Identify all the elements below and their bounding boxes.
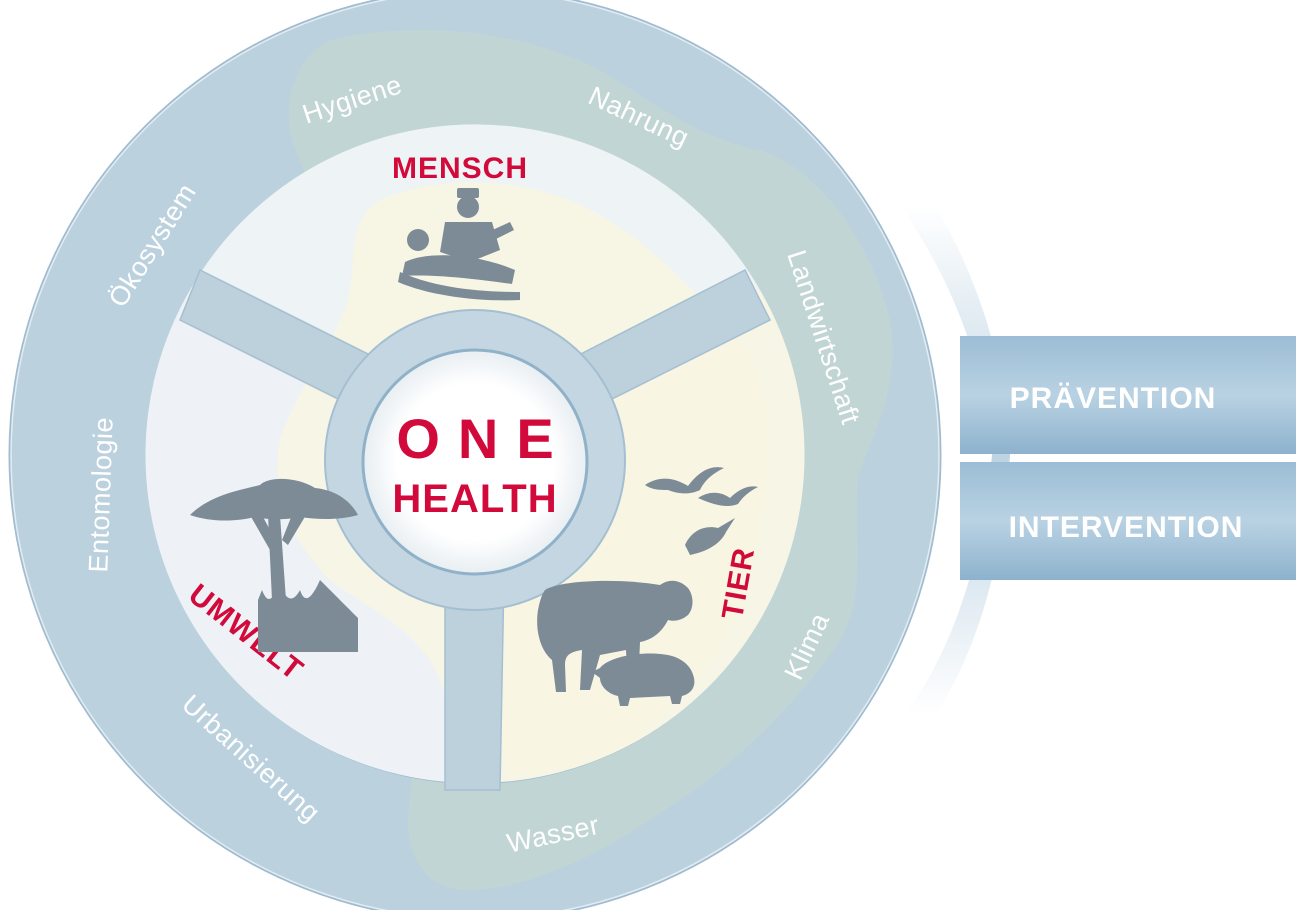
acacia-tree-icon	[190, 478, 358, 652]
center-hub-disc	[361, 348, 589, 576]
cow-icon	[537, 580, 693, 692]
ring-label-entomologie: Entomologie	[83, 416, 118, 573]
sector-title-mensch: MENSCH	[392, 152, 528, 185]
doctor-patient-icon	[398, 188, 520, 301]
center-title-health: HEALTH	[392, 477, 557, 521]
intervention-label: INTERVENTION	[1009, 511, 1244, 544]
prevention-intervention-bracket: PRÄVENTION INTERVENTION	[900, 205, 1296, 715]
prevention-label: PRÄVENTION	[1010, 382, 1217, 415]
intervention-bar	[960, 462, 1296, 580]
bracket-arc	[900, 205, 1010, 715]
birds-icon	[645, 467, 758, 555]
center-hub: ONE HEALTH	[324, 309, 626, 611]
prevention-bar	[960, 336, 1296, 454]
pig-icon	[592, 653, 695, 706]
center-title-one: ONE	[396, 407, 571, 470]
